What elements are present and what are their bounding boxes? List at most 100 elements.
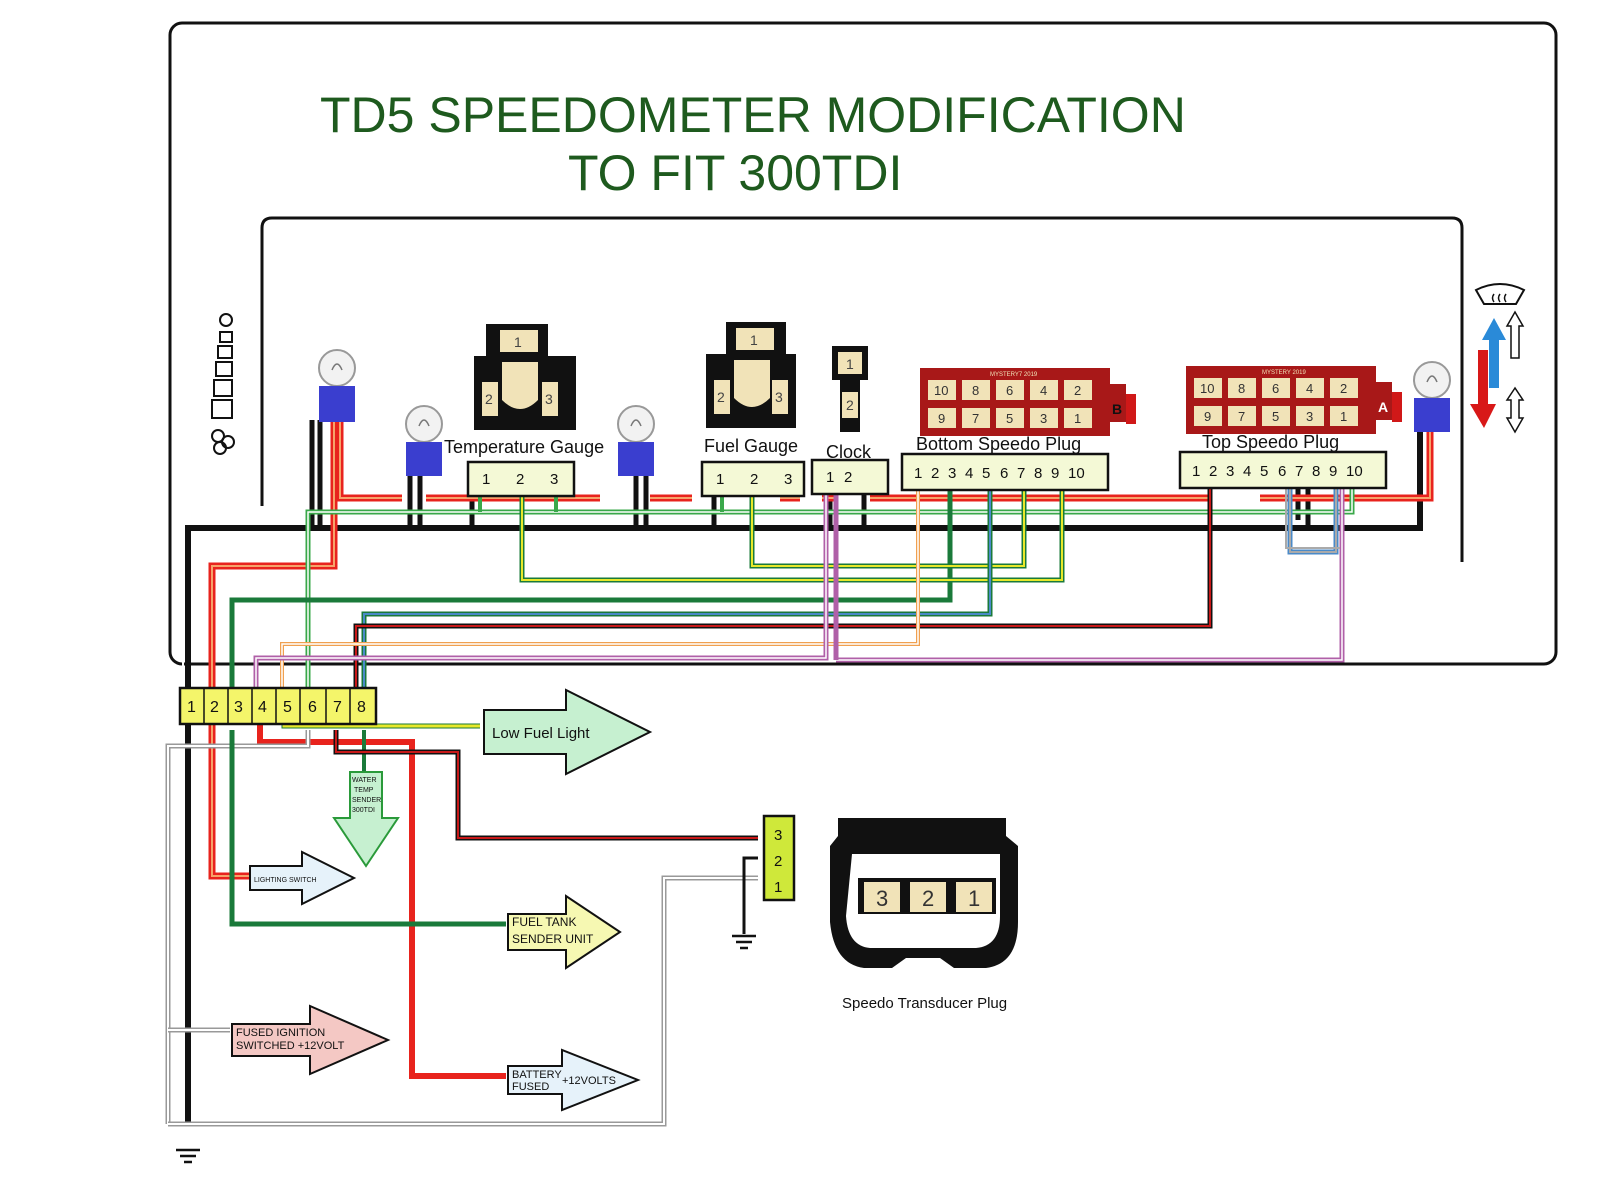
svg-text:4: 4: [1243, 463, 1251, 480]
svg-text:2: 2: [750, 471, 758, 488]
svg-text:1: 1: [1340, 409, 1347, 424]
svg-text:2: 2: [922, 886, 934, 911]
svg-text:8: 8: [972, 383, 979, 398]
bulb-3: [617, 405, 655, 476]
svg-text:7: 7: [1295, 463, 1303, 480]
svg-text:1: 1: [1192, 463, 1200, 480]
svg-text:TEMP: TEMP: [354, 787, 374, 794]
svg-text:5: 5: [982, 465, 990, 482]
svg-text:2: 2: [1074, 383, 1081, 398]
svg-text:1: 1: [968, 886, 980, 911]
svg-text:SENDER: SENDER: [352, 797, 381, 804]
svg-text:A: A: [1378, 399, 1388, 415]
svg-text:9: 9: [1329, 463, 1337, 480]
svg-text:2: 2: [1209, 463, 1217, 480]
svg-text:1: 1: [750, 332, 758, 348]
transducer-3-pin-connector: 3 2 1: [762, 814, 796, 902]
svg-text:BATTERY: BATTERY: [512, 1069, 562, 1081]
lighting-switch-arrow: LIGHTING SWITCH: [249, 850, 357, 906]
svg-text:10: 10: [1068, 465, 1085, 482]
fuel-gauge-socket: 1 2 3: [706, 322, 796, 428]
clock-socket: 1 2: [832, 346, 868, 432]
svg-text:3: 3: [234, 699, 243, 716]
svg-text:3: 3: [550, 471, 558, 488]
svg-text:6: 6: [1006, 383, 1013, 398]
svg-text:4: 4: [258, 699, 267, 716]
svg-text:7: 7: [333, 699, 342, 716]
svg-text:3: 3: [775, 389, 783, 405]
svg-text:9: 9: [938, 411, 945, 426]
temperature-gauge-socket: 1 2 3: [474, 324, 576, 430]
temperature-gauge-label: Temperature Gauge: [444, 437, 604, 457]
svg-text:1: 1: [514, 334, 522, 350]
svg-text:1: 1: [482, 471, 490, 488]
svg-text:3: 3: [545, 391, 553, 407]
svg-text:MYSTERY 2019: MYSTERY 2019: [1262, 370, 1306, 376]
svg-text:5: 5: [283, 699, 292, 716]
right-panel-icons: [1470, 283, 1526, 434]
svg-text:5: 5: [1260, 463, 1268, 480]
svg-text:2: 2: [1340, 381, 1347, 396]
top-speedo-plug-connector: 1 2 3 4 5 6 7 8 9 10: [1178, 450, 1388, 490]
battery-fused-arrow: BATTERY FUSED +12VOLTS: [507, 1048, 641, 1112]
svg-text:9: 9: [1204, 409, 1211, 424]
inner-panel-outline: [260, 216, 1464, 562]
bulb-4: [1413, 361, 1451, 432]
svg-text:7: 7: [1017, 465, 1025, 482]
svg-text:8: 8: [357, 699, 366, 716]
svg-text:3: 3: [876, 886, 888, 911]
bottom-speedo-plug-body: MYSTERY7 2019 B 10 8 6 4 2 9 7 5 3 1: [920, 368, 1136, 436]
svg-text:9: 9: [1051, 465, 1059, 482]
svg-text:B: B: [1112, 401, 1122, 417]
top-plug-cells: [1194, 378, 1358, 426]
svg-text:1: 1: [826, 469, 834, 486]
svg-text:FUSED IGNITION: FUSED IGNITION: [236, 1027, 325, 1039]
svg-text:1: 1: [1074, 411, 1081, 426]
bottom-speedo-plug-label: Bottom Speedo Plug: [916, 434, 1081, 454]
svg-text:1: 1: [774, 879, 782, 896]
arrow-up-icon: [1482, 318, 1506, 388]
svg-text:6: 6: [1278, 463, 1286, 480]
svg-text:2: 2: [846, 397, 854, 413]
temperature-gauge-connector: 1 2 3: [466, 460, 576, 498]
svg-text:2: 2: [844, 469, 852, 486]
svg-text:Low Fuel Light: Low Fuel Light: [492, 725, 590, 742]
fused-ignition-arrow: FUSED IGNITION SWITCHED +12VOLT: [231, 1004, 391, 1076]
svg-text:FUEL TANK: FUEL TANK: [512, 915, 576, 929]
arrow-up-outline-icon: [1505, 310, 1525, 359]
svg-text:6: 6: [1272, 381, 1279, 396]
svg-text:300TDI: 300TDI: [352, 807, 375, 814]
svg-text:FUSED: FUSED: [512, 1081, 549, 1093]
arrow-updown-outline-icon: [1505, 386, 1525, 434]
top-speedo-plug-label: Top Speedo Plug: [1202, 432, 1339, 452]
svg-text:1: 1: [716, 471, 724, 488]
arrow-down-icon: [1470, 350, 1496, 428]
title-line-2: TO FIT 300TDI: [568, 145, 902, 201]
svg-text:3: 3: [1306, 409, 1313, 424]
svg-text:8: 8: [1312, 463, 1320, 480]
clock-connector: 1 2: [810, 458, 890, 496]
svg-text:10: 10: [1200, 381, 1214, 396]
svg-text:10: 10: [1346, 463, 1363, 480]
svg-text:5: 5: [1006, 411, 1013, 426]
main-8-pin-connector: 1 2 3 4 5 6 7 8: [178, 686, 378, 726]
svg-text:2: 2: [931, 465, 939, 482]
svg-text:2: 2: [516, 471, 524, 488]
svg-text:1: 1: [846, 356, 854, 372]
svg-text:3: 3: [1040, 411, 1047, 426]
bottom-speedo-plug-connector: 1 2 3 4 5 6 7 8 9 10: [900, 452, 1110, 492]
svg-text:2: 2: [774, 853, 782, 870]
speedo-transducer-plug: 3 2 1: [830, 818, 1018, 968]
svg-text:2: 2: [485, 391, 493, 407]
top-speedo-plug-body: MYSTERY 2019 A 10 8 6 4 2 9 7 5 3 1: [1186, 366, 1402, 434]
svg-text:3: 3: [774, 827, 782, 844]
svg-text:2: 2: [717, 389, 725, 405]
ground-symbols: [176, 934, 756, 1164]
left-panel-icons: [211, 313, 235, 455]
speedo-transducer-plug-label: Speedo Transducer Plug: [842, 995, 1007, 1012]
fuel-gauge-connector: 1 2 3: [700, 460, 806, 498]
svg-text:SWITCHED +12VOLT: SWITCHED +12VOLT: [236, 1040, 345, 1052]
svg-text:1: 1: [187, 699, 196, 716]
svg-text:4: 4: [1306, 381, 1313, 396]
svg-text:+12VOLTS: +12VOLTS: [562, 1075, 616, 1087]
